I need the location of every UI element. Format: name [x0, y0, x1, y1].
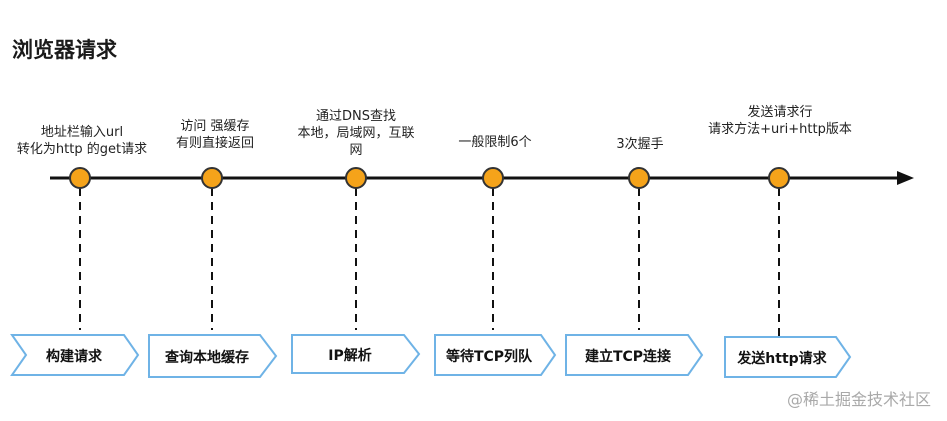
annotation-4: 一般限制6个	[458, 135, 532, 150]
step-box-3	[291, 334, 421, 374]
timeline-node-6	[768, 167, 790, 189]
timeline-node-1	[69, 167, 91, 189]
annotation-3: 通过DNS查找 本地，局域网，互联 网	[297, 109, 415, 158]
step-box-5	[565, 334, 704, 376]
timeline-node-5	[628, 167, 650, 189]
step-label-1: 构建请求	[46, 349, 102, 365]
annotation-6: 发送请求行 请求方法+uri+http版本	[708, 105, 852, 137]
annotation-1: 地址栏输入url 转化为http 的get请求	[16, 125, 148, 157]
watermark: @稀土掘金技术社区	[786, 390, 931, 409]
timeline-node-2	[201, 167, 223, 189]
annotation-5: 3次握手	[616, 137, 664, 152]
annotation-2: 访问 强缓存 有则直接返回	[175, 119, 254, 151]
step-box-1	[10, 334, 140, 376]
timeline-node-4	[482, 167, 504, 189]
timeline-arrowhead	[897, 171, 914, 185]
step-box-4	[434, 334, 557, 376]
step-label-2: 查询本地缓存	[165, 350, 249, 366]
step-label-6: 发送http请求	[737, 351, 827, 367]
page-title: 浏览器请求	[12, 38, 117, 62]
step-box-2	[148, 334, 278, 378]
step-label-4: 等待TCP列队	[445, 349, 533, 365]
step-box-6	[724, 336, 852, 378]
timeline-node-3	[345, 167, 367, 189]
step-label-5: 建立TCP连接	[584, 349, 672, 365]
step-label-3: IP解析	[328, 348, 372, 364]
